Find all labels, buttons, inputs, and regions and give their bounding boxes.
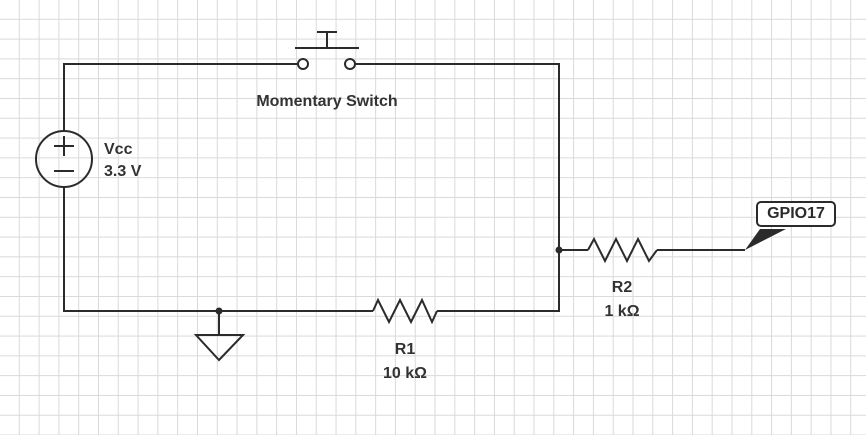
wire-top-left	[63, 63, 298, 132]
r2-name-label: R2	[611, 279, 633, 296]
wire-top-right	[355, 63, 560, 312]
source-circle	[35, 130, 93, 188]
switch-label: Momentary Switch	[256, 93, 398, 110]
voltage-source	[35, 130, 93, 188]
gpio-tag-pointer	[745, 229, 786, 250]
resistor-r1	[372, 297, 438, 325]
r1-value-label: 10 kΩ	[383, 365, 427, 382]
r2-value-label: 1 kΩ	[604, 303, 640, 320]
plus-symbol	[54, 136, 74, 156]
momentary-switch	[295, 31, 359, 70]
switch-contact-right	[344, 58, 356, 70]
wire-bottom-left	[63, 186, 373, 312]
ground-symbol	[193, 334, 246, 362]
switch-contact-left	[297, 58, 309, 70]
junction-dot-ground	[215, 307, 223, 315]
junction-dot-r2	[555, 246, 563, 254]
r1-name-label: R1	[394, 341, 416, 358]
switch-plunger	[317, 31, 337, 48]
gpio17-tag: GPIO17	[756, 201, 836, 227]
vcc-name-label: Vcc	[104, 141, 133, 158]
resistor-r2	[587, 236, 658, 264]
vcc-value-label: 3.3 V	[104, 163, 142, 180]
